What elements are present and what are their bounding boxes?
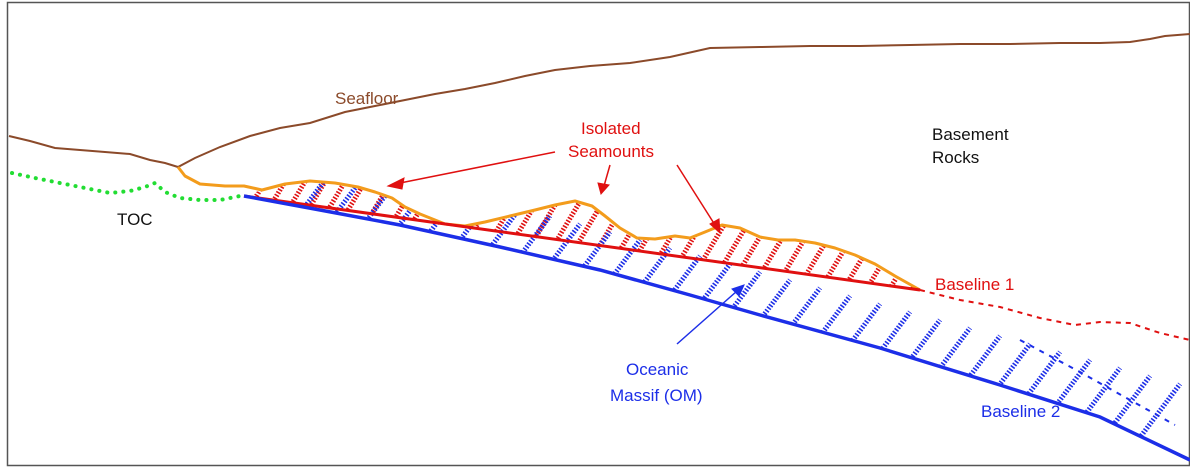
isolated-seamounts-label-line2: Seamounts bbox=[568, 142, 654, 161]
seafloor-label: Seafloor bbox=[335, 89, 399, 108]
toc-dotted-line bbox=[10, 171, 242, 202]
seafloor-line bbox=[8, 33, 1190, 169]
baseline-1-line bbox=[243, 194, 921, 292]
basement-rocks-label-line2: Rocks bbox=[932, 148, 979, 167]
baseline-2-dashed-segment bbox=[1019, 339, 1176, 426]
toc-label: TOC bbox=[117, 210, 153, 229]
seamount-red-hatching bbox=[244, 181, 920, 290]
isolated-seamounts-arrows bbox=[386, 151, 721, 235]
baseline-1-extension bbox=[919, 289, 1190, 341]
baseline-2-label: Baseline 2 bbox=[981, 402, 1060, 421]
seamount-top-line bbox=[176, 166, 921, 292]
oceanic-massif-arrow bbox=[676, 284, 745, 345]
isolated-seamounts-label-line1: Isolated bbox=[581, 119, 641, 138]
baseline-2-line bbox=[243, 194, 1190, 462]
baseline-1-label: Baseline 1 bbox=[935, 275, 1014, 294]
oceanic-massif-label-line1: Oceanic bbox=[626, 360, 689, 379]
oceanic-massif-label-line2: Massif (OM) bbox=[610, 386, 703, 405]
basement-rocks-label-line1: Basement bbox=[932, 125, 1009, 144]
diagram-frame bbox=[6, 1, 1190, 467]
